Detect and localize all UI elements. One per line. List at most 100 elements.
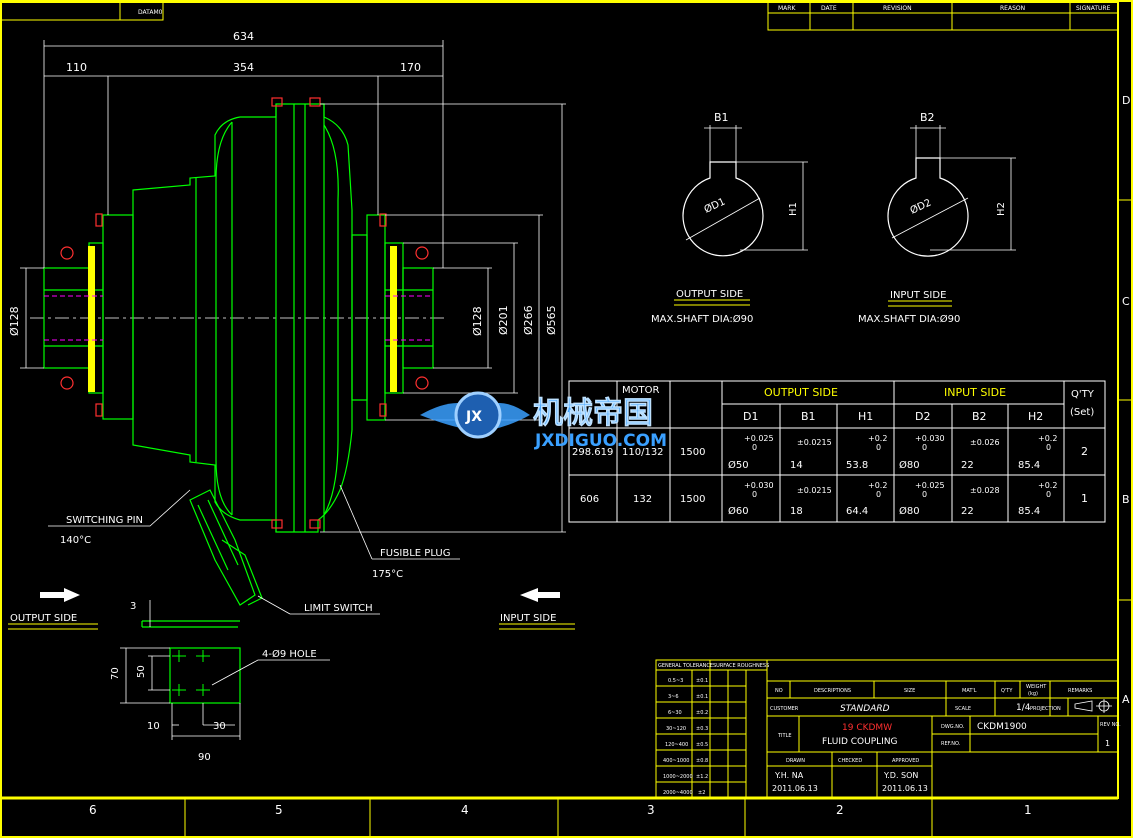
input-arrow-icon	[520, 588, 560, 602]
svg-text:+0.2: +0.2	[1038, 434, 1057, 443]
svg-text:1500: 1500	[680, 447, 705, 458]
svg-text:18: 18	[790, 506, 803, 517]
svg-text:0: 0	[876, 443, 881, 452]
svg-text:6~30: 6~30	[668, 710, 682, 716]
projection-icon	[1074, 699, 1112, 713]
input-side-header: INPUT SIDE	[944, 386, 1006, 399]
svg-text:2000~4000: 2000~4000	[663, 790, 693, 796]
svg-text:PROJECTION: PROJECTION	[1030, 706, 1061, 712]
dimension-lines	[20, 40, 566, 615]
drawing-title: FLUID COUPLING	[822, 737, 898, 747]
col-h2: H2	[1028, 410, 1043, 423]
svg-text:(kg): (kg)	[1028, 691, 1038, 697]
svg-text:0: 0	[1046, 490, 1051, 499]
border-number: 3	[647, 803, 655, 817]
svg-text:CUSTOMER: CUSTOMER	[770, 706, 799, 712]
svg-text:85.4: 85.4	[1018, 460, 1040, 471]
svg-text:Ø60: Ø60	[728, 505, 749, 517]
col-b2: B2	[972, 410, 987, 423]
keyway-output-max: MAX.SHAFT DIA:Ø90	[651, 313, 753, 325]
watermark-cn: 机械帝国	[533, 396, 653, 431]
dim-overall: 634	[233, 30, 254, 43]
motor-header: MOTOR	[622, 385, 659, 396]
svg-text:SCALE: SCALE	[955, 706, 971, 712]
dim-right: 170	[400, 61, 421, 74]
svg-text:53.8: 53.8	[846, 460, 868, 471]
revision-header: MARK DATE REVISION REASON SIGNATURE	[767, 1, 1119, 31]
col-b1: B1	[801, 410, 816, 423]
border-letter: A	[1122, 693, 1130, 706]
svg-text:±0.2: ±0.2	[696, 710, 708, 716]
svg-text:DRAWN: DRAWN	[786, 758, 805, 764]
customer-value: STANDARD	[840, 704, 890, 714]
border-number: 6	[89, 803, 97, 817]
table-row: 606 132 1500 +0.030 0 Ø60 ±0.0215 18 +0.…	[580, 481, 1088, 517]
svg-text:0: 0	[752, 443, 757, 452]
svg-text:Ø80: Ø80	[899, 459, 920, 471]
dim-d128-left: Ø128	[8, 306, 21, 336]
svg-text:120~400: 120~400	[665, 742, 688, 748]
qty-header: Q'TY	[1071, 389, 1095, 400]
fusible-plug-label: FUSIBLE PLUG	[380, 548, 450, 559]
drawn-date: 2011.06.13	[772, 784, 818, 793]
svg-text:NO: NO	[775, 688, 783, 694]
dim-bracket-50: 50	[136, 665, 147, 678]
bracket-detail: 3 70 50 10 30 90 4-Ø9 HOLE	[110, 600, 330, 763]
svg-text:110/132: 110/132	[622, 447, 664, 458]
dim-d266: Ø266	[522, 305, 535, 335]
keyway-output-label: OUTPUT SIDE	[676, 289, 743, 300]
input-side-label: INPUT SIDE	[500, 613, 556, 624]
svg-text:GENERAL TOLERANCE: GENERAL TOLERANCE	[658, 663, 713, 669]
svg-text:TITLE: TITLE	[777, 733, 792, 739]
svg-text:CHECKED: CHECKED	[838, 758, 862, 764]
svg-text:±0.0215: ±0.0215	[797, 438, 832, 447]
dim-d201: Ø201	[497, 305, 510, 335]
dimension-text: 634 110 354 170 Ø128 Ø128 Ø201 Ø266 Ø565…	[8, 30, 558, 614]
svg-text:DATAM0: DATAM0	[138, 9, 163, 16]
svg-text:0: 0	[876, 490, 881, 499]
output-arrow-icon	[40, 588, 80, 602]
watermark-url: JXDIGUO.COM	[534, 431, 667, 451]
table-row: 298.619 110/132 1500 +0.025 0 Ø50 ±0.021…	[572, 434, 1088, 471]
border-numbers: 6 5 4 3 2 1 D C B A	[89, 94, 1130, 817]
dim-bracket-30: 30	[213, 721, 226, 732]
rev-date: DATE	[821, 5, 837, 12]
rev-value: 1	[1105, 739, 1110, 748]
svg-text:22: 22	[961, 506, 974, 517]
svg-text:Q'TY: Q'TY	[1001, 688, 1013, 694]
svg-text:2: 2	[1081, 445, 1088, 458]
svg-text:WEIGHT: WEIGHT	[1026, 684, 1047, 690]
approved-date: 2011.06.13	[882, 784, 928, 793]
fusible-plug-temp: 175°C	[372, 569, 403, 580]
svg-text:1: 1	[1081, 492, 1088, 505]
svg-text:400~1000: 400~1000	[663, 758, 689, 764]
svg-text:±0.5: ±0.5	[696, 742, 708, 748]
approved-by: Y.D. SON	[883, 771, 918, 780]
svg-text:606: 606	[580, 494, 599, 505]
rev-signature: SIGNATURE	[1076, 5, 1111, 12]
svg-text:85.4: 85.4	[1018, 506, 1040, 517]
rev-mark: MARK	[778, 5, 796, 12]
svg-text:±0.0215: ±0.0215	[797, 486, 832, 495]
svg-text:+0.025: +0.025	[915, 481, 945, 490]
border-letter: B	[1122, 493, 1130, 506]
border-number: 4	[461, 803, 469, 817]
svg-text:298.619: 298.619	[572, 447, 613, 458]
col-d1: D1	[743, 410, 758, 423]
svg-text:±2: ±2	[698, 790, 705, 796]
dim-bracket-3: 3	[130, 601, 136, 612]
svg-text:+0.2: +0.2	[868, 481, 887, 490]
svg-text:±0.3: ±0.3	[696, 726, 708, 732]
border-letter: C	[1122, 295, 1130, 308]
keyway-input-max: MAX.SHAFT DIA:Ø90	[858, 313, 960, 325]
svg-text:±0.026: ±0.026	[970, 438, 1000, 447]
dim-bracket-10: 10	[147, 721, 160, 732]
watermark-logo: JX 机械帝国 JXDIGUO.COM	[420, 391, 667, 451]
spec-table: MOTOR OUTPUT SIDE INPUT SIDE Q'TY (Set) …	[568, 380, 1106, 523]
dim-d128-right: Ø128	[471, 306, 484, 336]
border-number: 5	[275, 803, 283, 817]
svg-text:30~120: 30~120	[666, 726, 686, 732]
svg-text:64.4: 64.4	[846, 506, 868, 517]
switching-pin-temp: 140°C	[60, 535, 91, 546]
